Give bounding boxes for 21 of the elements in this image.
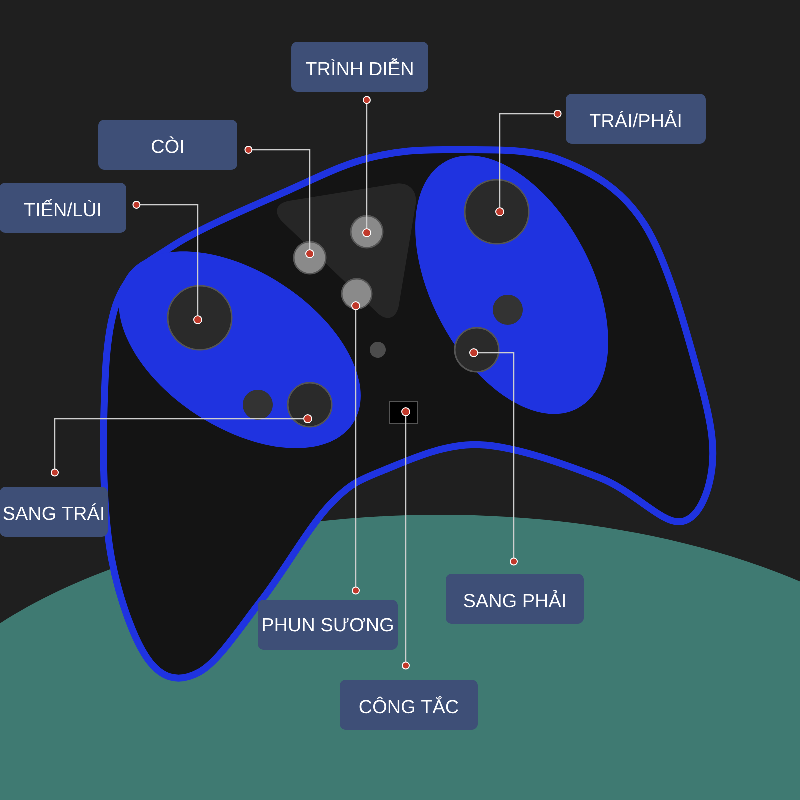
marker-dot	[402, 408, 410, 416]
leader-line	[499, 110, 562, 208]
marker-dot	[496, 208, 504, 216]
label-box: CÒI	[98, 120, 238, 170]
label-box: CÔNG TẮC	[340, 680, 478, 730]
marker-dot	[306, 250, 314, 258]
marker-dot	[194, 316, 202, 324]
leader-line	[402, 416, 410, 670]
marker-dot	[362, 228, 372, 238]
marker-dot	[304, 414, 312, 424]
leader-line	[132, 201, 199, 316]
label-box: TRÁI/PHẢI	[566, 94, 706, 144]
marker-dot	[352, 302, 360, 310]
label-box: TRÌNH DIỄN	[292, 42, 428, 92]
label-box: SANG PHẢI	[446, 574, 584, 624]
leader-line	[352, 310, 360, 595]
leader-line	[478, 352, 518, 566]
label-box: TIẾN/LÙI	[0, 183, 126, 233]
label-box: PHUN SƯƠNG	[258, 600, 398, 650]
marker-dot	[470, 348, 478, 358]
label-box: SANG TRÁI	[0, 487, 108, 537]
